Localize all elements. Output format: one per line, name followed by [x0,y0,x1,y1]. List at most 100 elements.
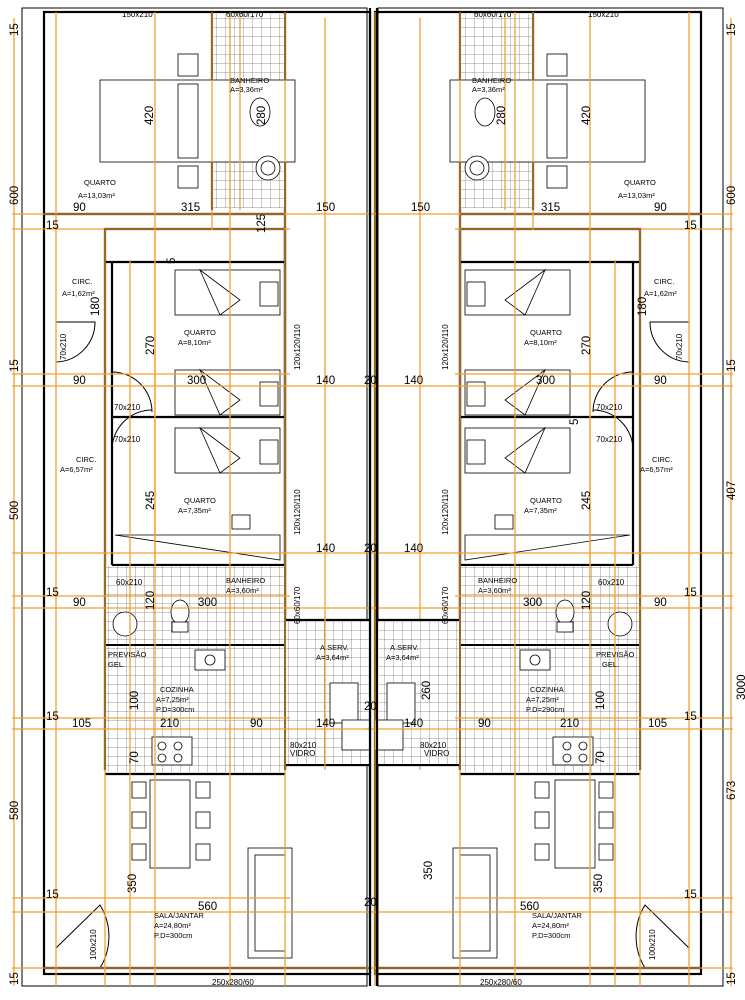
room-name: QUARTO [530,328,562,337]
dimension: 560 [520,901,539,913]
dimension: 260 [421,681,433,700]
dimension: 140 [316,718,335,730]
room-area: A=3,64m² [386,653,419,662]
room-area: A=7,35m² [524,506,557,515]
dimension: 300 [187,375,206,387]
room-name: A.SERV. [320,643,349,652]
dimension: 140 [404,543,423,555]
dimension: 120 [581,591,593,610]
dimension: 673 [726,781,738,800]
room-name: SALA/JANTAR [154,911,204,920]
dimension: 15 [684,587,697,599]
dimension: 125 [256,214,268,233]
room-name: COZINHA [160,685,194,694]
dimension: 140 [316,375,335,387]
dimension: 350 [593,874,605,893]
dimension: 15 [46,711,59,723]
room-area: A=3,60m² [478,586,511,595]
dimension: 100 [129,691,141,710]
dimension: 15 [46,220,59,232]
opening-label: 60x60/170 [293,586,302,624]
left-labels: 150x210 60x60/170 BANHEIRO A=3,36m² QUAR… [9,10,377,987]
ceiling-height: P.D=300cm [154,931,192,940]
opening-label: 70x210 [114,435,141,444]
room-name: BANHEIRO [472,76,511,85]
left-unit [10,6,422,988]
dimension: 90 [73,202,86,214]
room-name: QUARTO [624,178,656,187]
ceiling-height: P.D=290cm [526,705,564,714]
dimension: 15 [726,972,738,985]
dimension: 15 [684,711,697,723]
room-area: A=3,36m² [230,85,263,94]
room-area: A=7,25m² [156,695,189,704]
opening-label: 100x210 [648,929,657,960]
dimension: 180 [637,297,649,316]
room-area: A=24,80m² [154,921,191,930]
dimension: 210 [560,718,579,730]
room-area: A=8,10m² [524,338,557,347]
dimension: 500 [9,501,21,520]
dimension: 3000 [736,674,745,700]
opening-label: 120x120/110 [441,324,450,370]
room-name: CIRC. [72,277,92,286]
opening-label: 250x280/60 [480,978,522,987]
dimension: 407 [726,481,738,500]
dimension: 70 [595,751,607,764]
opening-label: 60x210 [116,578,143,587]
opening-label: 70x210 [59,333,68,360]
opening-label: 70x210 [675,333,684,360]
opening-label: 70x210 [596,403,623,412]
dimension: 280 [496,106,508,125]
ceiling-height: P.D=300cm [532,931,570,940]
dimension: 15 [726,23,738,36]
right-labels: 150x210 60x60/170 BANHEIRO A=3,36m² QUAR… [386,10,745,987]
opening-label: 60x60/170 [474,10,512,19]
dimension: 315 [181,202,200,214]
dimension: 140 [404,718,423,730]
opening-label: 150x210 [122,10,153,19]
dimension: 350 [423,861,435,880]
dimension: 180 [90,297,102,316]
opening-label: 60x210 [598,578,625,587]
dimension: 245 [145,491,157,510]
dimension: 300 [523,597,542,609]
opening-label: 100x210 [89,929,98,960]
dimension: 15 [9,359,21,372]
dimension: 150 [411,202,430,214]
opening-label: 70x210 [114,403,141,412]
room-area: A=8,10m² [178,338,211,347]
opening-label: 120x120/110 [293,489,302,535]
room-area: A=1,62m² [62,289,95,298]
room-area: A=1,62m² [644,289,677,298]
previsao-label: GEL. [108,660,125,669]
opening-label: VIDRO [424,749,449,758]
room-area: A=3,36m² [472,85,505,94]
dimension: 90 [250,718,263,730]
opening-label: 120x120/110 [293,324,302,370]
dimension: 210 [160,718,179,730]
room-name: CIRC. [654,277,674,286]
dimension: 90 [478,718,491,730]
dimension: 600 [9,186,21,205]
dimension: 120 [145,591,157,610]
dimension: 70 [129,751,141,764]
room-area: A=24,80m² [532,921,569,930]
dimension: 300 [198,597,217,609]
opening-label: 60x60/170 [441,586,450,624]
opening-label: VIDRO [290,749,315,758]
room-name: A.SERV. [390,643,419,652]
room-name: SALA/JANTAR [532,911,582,920]
opening-label: 70x210 [596,435,623,444]
dimension: 15 [684,889,697,901]
dimension: 90 [654,202,667,214]
room-name: COZINHA [530,685,564,694]
room-area: A=13,03m² [618,191,655,200]
dimension: 15 [684,220,697,232]
dimension: 5 [569,419,581,425]
opening-label: 80x210 [420,741,447,750]
room-name: BANHEIRO [230,76,269,85]
room-name: CIRC. [76,455,96,464]
room-name: QUARTO [184,496,216,505]
